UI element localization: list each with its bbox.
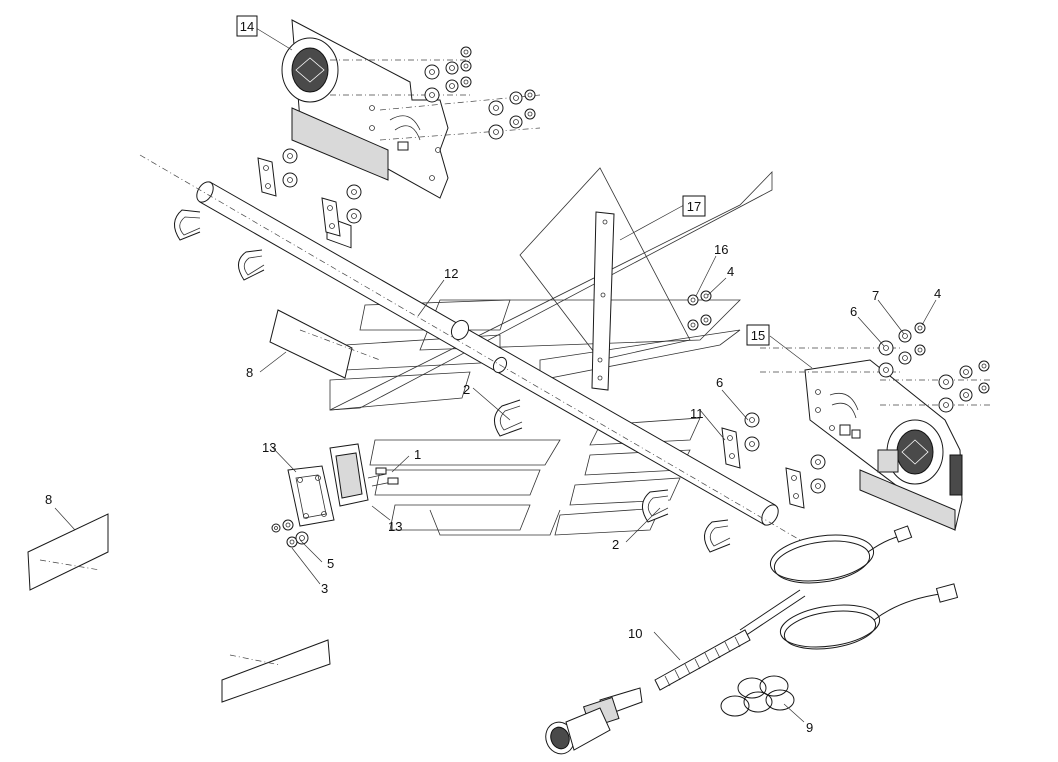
callout-12: 12 bbox=[444, 266, 458, 281]
right-u-bolts bbox=[494, 399, 731, 553]
right-lamp-washers bbox=[878, 322, 990, 413]
callout-8-top: 8 bbox=[246, 365, 253, 380]
leader-lines bbox=[54, 27, 937, 723]
callout-10: 10 bbox=[628, 626, 642, 641]
callout-8-left: 8 bbox=[45, 492, 52, 507]
callout-15: 15 bbox=[746, 324, 770, 346]
svg-text:14: 14 bbox=[240, 19, 254, 34]
cable-assembly bbox=[545, 525, 959, 755]
callout-13-bottom: 13 bbox=[388, 519, 402, 534]
callout-11: 11 bbox=[690, 406, 704, 421]
callout-4-bracket: 4 bbox=[727, 264, 734, 279]
callout-2-right: 2 bbox=[612, 537, 619, 552]
right-lamp-assembly bbox=[760, 347, 990, 531]
svg-text:17: 17 bbox=[687, 199, 701, 214]
o-rings bbox=[720, 675, 795, 717]
left-u-bolts bbox=[174, 209, 265, 281]
callout-13-top: 13 bbox=[262, 440, 276, 455]
svg-text:15: 15 bbox=[751, 328, 765, 343]
socket-hardware bbox=[271, 519, 309, 548]
callout-9: 9 bbox=[806, 720, 813, 735]
right-clamp-plates bbox=[721, 412, 826, 509]
board-silhouette bbox=[329, 167, 773, 536]
bracket-plate bbox=[591, 211, 615, 391]
callout-6-right-top: 6 bbox=[850, 304, 857, 319]
callout-4-right: 4 bbox=[934, 286, 941, 301]
callout-2-center: 2 bbox=[463, 382, 470, 397]
callout-7: 7 bbox=[872, 288, 879, 303]
callout-17: 17 bbox=[682, 195, 706, 217]
socket-assembly bbox=[287, 443, 399, 527]
left-lamp-washers bbox=[424, 46, 536, 140]
callout-3: 3 bbox=[321, 581, 328, 596]
callout-5: 5 bbox=[327, 556, 334, 571]
callout-6-right-mid: 6 bbox=[716, 375, 723, 390]
bracket-washers bbox=[687, 290, 712, 331]
callout-1: 1 bbox=[414, 447, 421, 462]
callout-16: 16 bbox=[714, 242, 728, 257]
left-clamp-plates bbox=[257, 148, 362, 237]
label-stickers bbox=[27, 309, 381, 703]
cross-tube bbox=[139, 154, 801, 541]
callout-14: 14 bbox=[236, 15, 258, 37]
